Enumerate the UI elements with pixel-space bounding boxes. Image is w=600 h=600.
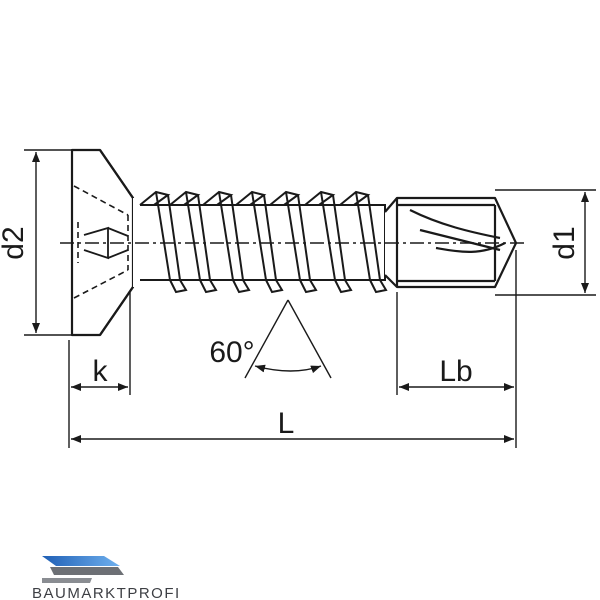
- thread-crest: [339, 190, 388, 294]
- screw-threads: [139, 190, 388, 294]
- recess-cone: [83, 226, 129, 260]
- label-d2: d2: [0, 226, 30, 259]
- thread-crest: [235, 190, 284, 294]
- label-angle: 60°: [209, 336, 254, 369]
- dimension-d1: [495, 189, 596, 296]
- thread-crest: [304, 190, 353, 294]
- thread-crest: [169, 190, 218, 294]
- baumarktprofi-logo: BAUMARKTPROFI: [32, 556, 181, 600]
- logo-text: BAUMARKTPROFI: [32, 585, 181, 600]
- thread-crest: [269, 190, 318, 294]
- label-d1: d1: [548, 226, 581, 259]
- label-k: k: [93, 355, 109, 388]
- dimension-d2: [24, 149, 72, 336]
- thread-crest: [139, 190, 188, 294]
- label-l: L: [278, 407, 295, 440]
- extension-lines: [68, 250, 517, 448]
- label-lb: Lb: [439, 355, 472, 388]
- angle-indicator: [244, 299, 332, 379]
- thread-crest: [202, 190, 251, 294]
